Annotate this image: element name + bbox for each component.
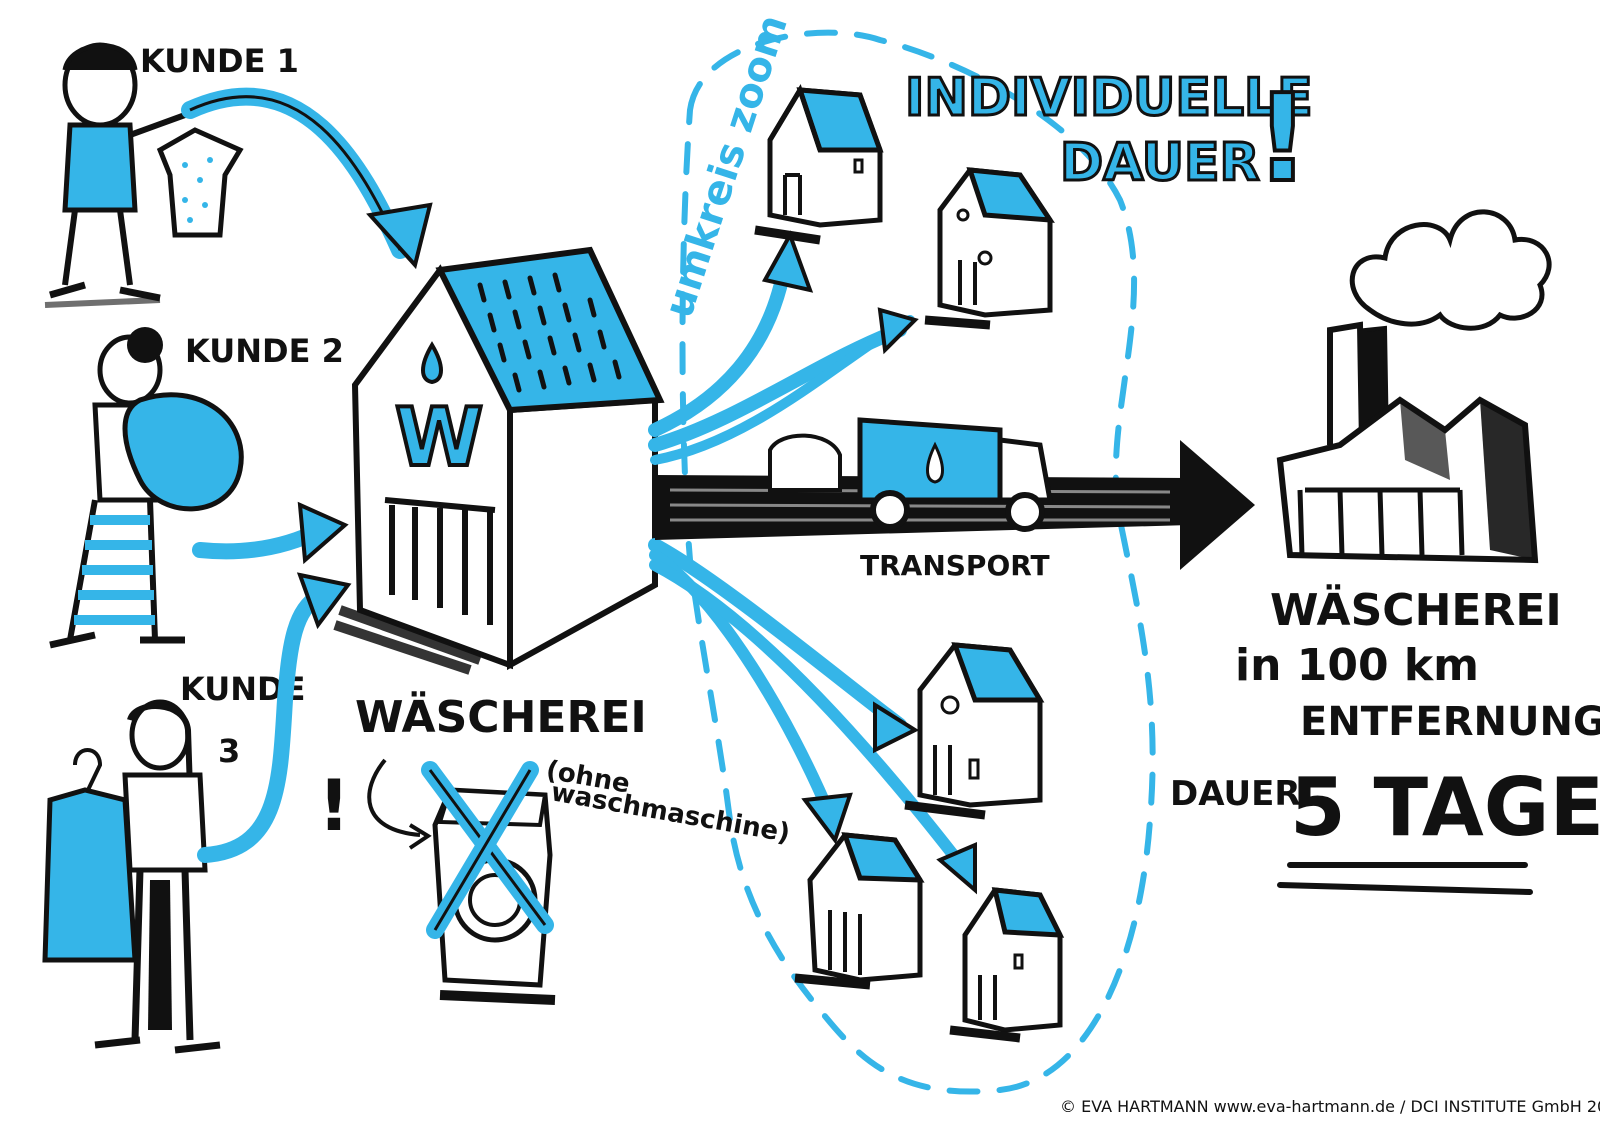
customer-3-figure xyxy=(42,699,221,1054)
crossed-washing-machine xyxy=(421,761,556,1005)
individual-duration-title: INDIVIDUELLE xyxy=(905,68,1313,128)
customer-house-1 xyxy=(754,84,884,245)
customer-3-number: 3 xyxy=(218,732,240,770)
duration-label: DAUER: xyxy=(1170,774,1314,814)
individual-duration-subtitle: DAUER xyxy=(1060,133,1260,193)
remote-laundry-distance-word: ENTFERNUNG xyxy=(1300,699,1600,745)
delivery-truck xyxy=(768,417,1053,532)
individual-duration-exclaim: ! xyxy=(1255,70,1310,209)
transport-label: TRANSPORT xyxy=(860,549,1050,582)
customer-house-2 xyxy=(924,167,1055,330)
zoom-area-boundary xyxy=(679,29,1156,1095)
local-laundry-label: WÄSCHEREI xyxy=(355,690,647,743)
customer-2-figure xyxy=(49,327,244,649)
distribution-arrows xyxy=(648,258,971,876)
remote-laundry-label: WÄSCHEREI xyxy=(1270,583,1562,636)
arrow-customer-3-to-laundry xyxy=(197,587,328,863)
curved-pointer xyxy=(367,758,421,837)
customer-1-label: KUNDE 1 xyxy=(140,42,299,80)
duration-underline xyxy=(1277,862,1533,895)
customer-1-figure xyxy=(44,42,244,308)
duration-value: 5 TAGE xyxy=(1290,761,1600,854)
local-laundry-building: W xyxy=(333,246,665,675)
remote-laundry-distance: in 100 km xyxy=(1235,640,1479,691)
local-laundry-exclaim: ! xyxy=(318,765,350,847)
laundry-sign-letter: W xyxy=(395,391,483,484)
factory-smoke-cloud xyxy=(1349,209,1552,331)
arrowhead-customer-1 xyxy=(366,202,433,270)
remote-laundry-factory xyxy=(1276,321,1539,564)
customer-house-5 xyxy=(949,887,1065,1043)
customer-house-4 xyxy=(794,832,925,990)
customer-house-3 xyxy=(904,642,1045,820)
customer-2-label: KUNDE 2 xyxy=(185,332,344,370)
no-machine-note-line-2: waschmaschine) xyxy=(549,777,792,849)
copyright-footer: © EVA HARTMANN www.eva-hartmann.de / DCI… xyxy=(1060,1097,1600,1116)
